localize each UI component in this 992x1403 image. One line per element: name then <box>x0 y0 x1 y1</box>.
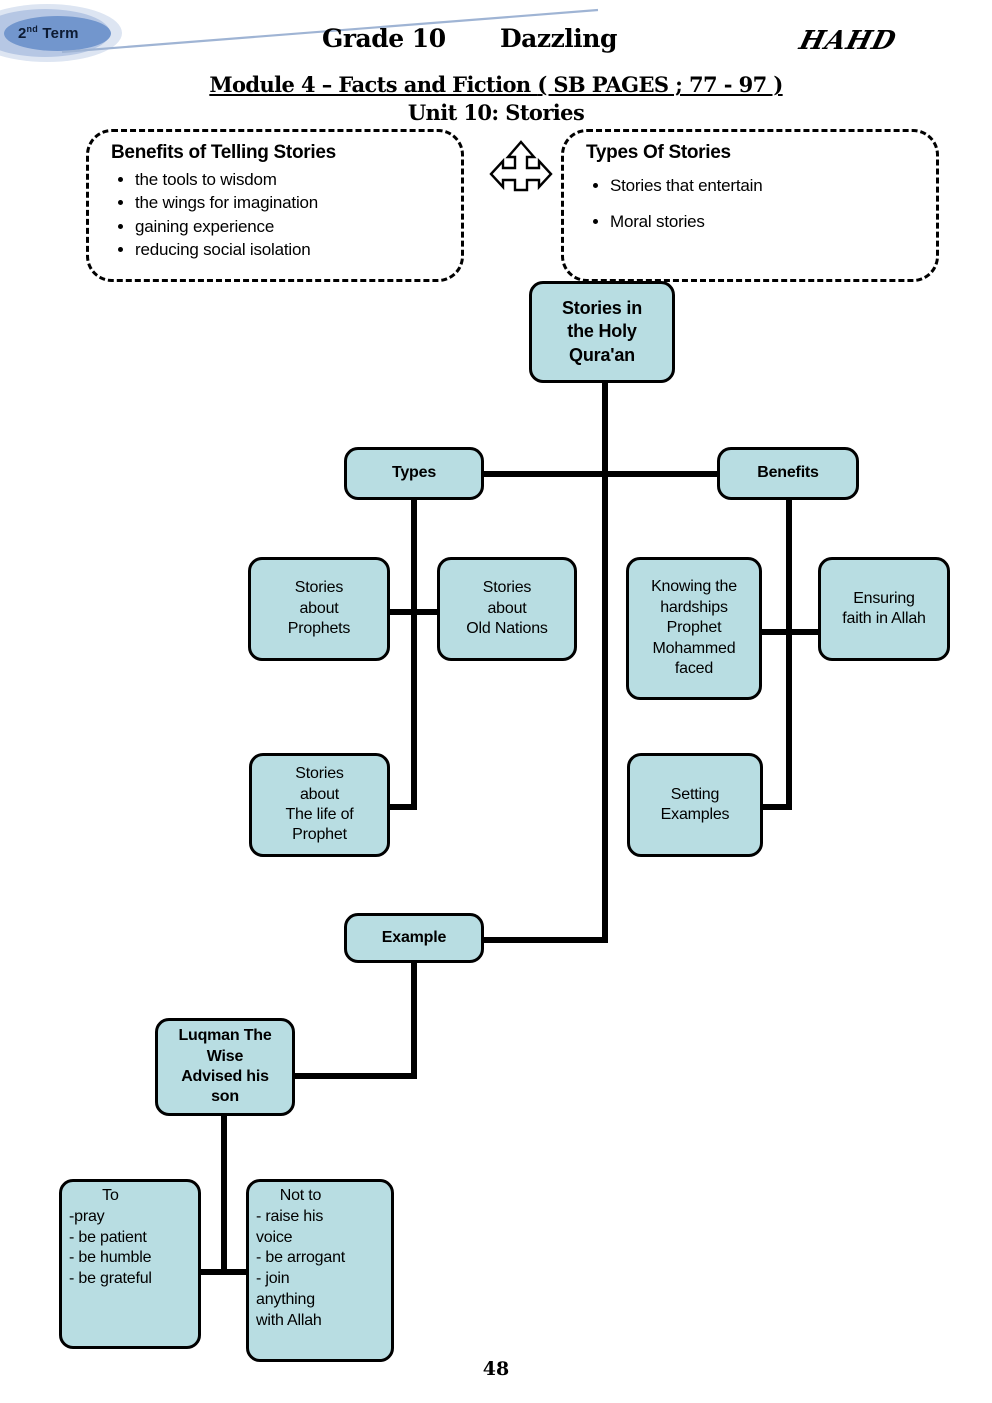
node-types[interactable]: Types <box>344 447 484 500</box>
grade-label: Grade 10 <box>322 24 446 53</box>
list-item: Moral stories <box>610 204 936 240</box>
node-example[interactable]: Example <box>344 913 484 963</box>
note-types-heading: Types Of Stories <box>586 142 731 163</box>
list-item: Stories that entertain <box>610 168 936 204</box>
node-heading: Not to <box>279 1187 322 1204</box>
node-ensuring-faith-in-allah[interactable]: Ensuring faith in Allah <box>818 557 950 661</box>
note-types-of-stories: Types Of Stories Stories that entertain … <box>561 129 939 282</box>
signature-label: HAHD <box>796 26 900 56</box>
connector-benefits-child1 <box>762 629 822 635</box>
node-benefits[interactable]: Benefits <box>717 447 859 500</box>
note-benefits-heading: Benefits of Telling Stories <box>111 142 336 163</box>
term-sup: nd <box>26 24 38 34</box>
node-label: Stories about Prophets <box>287 579 351 638</box>
node-label: Benefits <box>757 464 819 482</box>
node-label: Setting Examples <box>660 785 730 823</box>
three-way-arrow-icon <box>489 140 553 192</box>
node-setting-examples[interactable]: Setting Examples <box>627 753 763 857</box>
list-item: the wings for imagination <box>135 191 461 214</box>
term-num: 2 <box>18 25 27 42</box>
term-word: Term <box>37 25 79 42</box>
node-label: To -pray - be patient - be humble - be gr… <box>69 1186 152 1290</box>
node-label: Knowing the hardships Prophet Mohammed f… <box>651 578 737 678</box>
node-label: Types <box>391 464 437 482</box>
list-item: gaining experience <box>135 215 461 238</box>
connector-types-trunk <box>411 500 417 810</box>
note-benefits-of-telling-stories: Benefits of Telling Stories the tools to… <box>86 129 464 282</box>
unit-title: Unit 10: Stories <box>407 100 585 125</box>
connector-example-bar <box>470 937 608 943</box>
term-badge: 2nd Term <box>0 2 200 64</box>
node-body: -pray - be patient - be humble - be grat… <box>69 1207 152 1288</box>
note-types-list: Stories that entertain Moral stories <box>564 168 936 239</box>
node-luqman-the-wise[interactable]: Luqman The Wise Advised his son <box>155 1018 295 1116</box>
node-stories-about-prophets[interactable]: Stories about Prophets <box>248 557 390 661</box>
node-heading: To <box>102 1187 119 1204</box>
term-badge-label: 2nd Term <box>18 24 79 42</box>
module-title: Module 4 – Facts and Fiction ( SB PAGES … <box>0 72 992 97</box>
page-number: 48 <box>482 1358 510 1380</box>
connector-luqman-trunk <box>221 1116 227 1272</box>
node-label: Stories about Old Nations <box>466 579 548 638</box>
node-advice-to[interactable]: To -pray - be patient - be humble - be gr… <box>59 1179 201 1349</box>
list-item: the tools to wisdom <box>135 168 461 191</box>
brand-label: Dazzling <box>500 24 617 53</box>
node-body: - raise his voice - be arrogant - join a… <box>256 1207 346 1329</box>
module-title-main: Module 4 – Facts and Fiction <box>209 72 538 97</box>
badge-ellipse-inner <box>4 16 111 51</box>
note-benefits-list: the tools to wisdom the wings for imagin… <box>89 168 461 262</box>
node-stories-about-old-nations[interactable]: Stories about Old Nations <box>437 557 577 661</box>
connector-benefits-trunk <box>786 500 792 810</box>
node-label: Luqman The Wise Advised his son <box>178 1027 272 1106</box>
module-title-pages: ( SB PAGES ; 77 - 97 ) <box>537 72 783 97</box>
node-knowing-hardships-prophet-mohammed-faced[interactable]: Knowing the hardships Prophet Mohammed f… <box>626 557 762 700</box>
connector-benefits-child3 <box>762 804 792 810</box>
node-stories-in-the-holy-quraan[interactable]: Stories in the Holy Qura'an <box>529 281 675 383</box>
node-advice-not-to[interactable]: Not to - raise his voice - be arrogant - … <box>246 1179 394 1362</box>
node-label: Example <box>381 928 447 946</box>
connector-types-child1 <box>388 609 444 615</box>
decorative-swoosh <box>61 8 599 54</box>
node-label: Ensuring faith in Allah <box>842 589 926 627</box>
connector-types-benefits-bar <box>470 471 732 477</box>
connector-types-child3 <box>388 804 417 810</box>
node-label: Stories about The life of Prophet <box>285 765 354 844</box>
connector-example-trunk <box>411 963 417 1079</box>
connector-luqman-bar <box>288 1073 417 1079</box>
node-stories-about-life-of-prophet[interactable]: Stories about The life of Prophet <box>249 753 390 857</box>
node-label: Stories in the Holy Qura'an <box>561 298 643 365</box>
header-row: Grade 10 Dazzling HAHD <box>0 24 992 60</box>
list-item: reducing social isolation <box>135 238 461 261</box>
node-label: Not to - raise his voice - be arrogant - … <box>256 1186 345 1332</box>
connector-root-trunk <box>602 383 608 943</box>
connector-advice-bar <box>199 1269 259 1275</box>
